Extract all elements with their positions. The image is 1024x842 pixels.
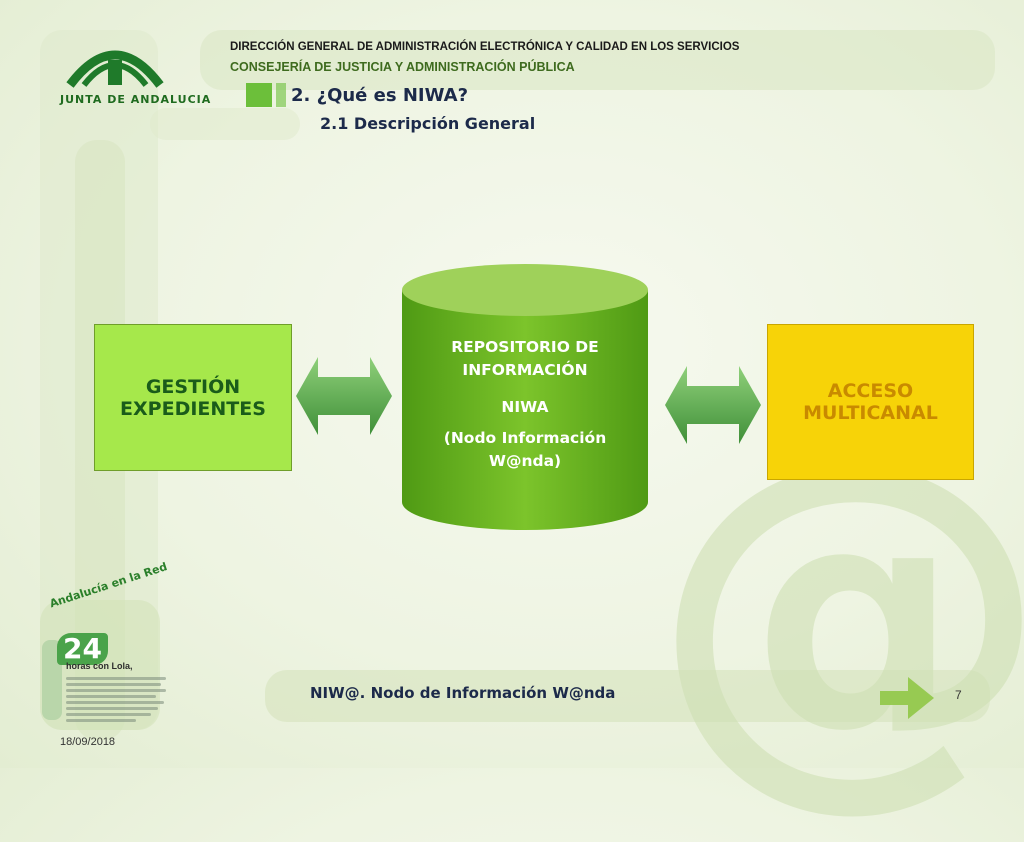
title-marker-icon <box>246 83 272 107</box>
footer-title: NIW@. Nodo de Información W@nda <box>310 684 616 702</box>
header-band <box>200 30 995 90</box>
repository-title: INFORMACIÓN <box>462 361 588 379</box>
title-marker-icon <box>276 83 286 107</box>
badge-number: 24 <box>57 633 108 665</box>
repository-description: W@nda) <box>488 452 562 470</box>
header-department: CONSEJERÍA DE JUSTICIA Y ADMINISTRACIÓN … <box>230 60 575 74</box>
repository-description: (Nodo Información <box>443 429 607 447</box>
junta-andalucia-logo-icon <box>50 30 180 110</box>
badge-name-list <box>66 674 166 734</box>
next-arrow-icon[interactable] <box>880 675 936 721</box>
double-arrow-icon <box>665 366 761 444</box>
footer-band <box>265 670 990 722</box>
box-label: EXPEDIENTES <box>120 397 266 420</box>
repository-title: REPOSITORIO DE <box>451 338 599 356</box>
repository-name: NIWA <box>501 398 549 416</box>
header-organization: DIRECCIÓN GENERAL DE ADMINISTRACIÓN ELEC… <box>230 41 740 53</box>
box-label: MULTICANAL <box>803 402 938 424</box>
logo-text: JUNTA DE ANDALUCIA <box>60 93 212 106</box>
box-label: ACCESO <box>827 380 914 402</box>
background-band <box>150 108 300 140</box>
gestion-expedientes-box: GESTIÓN EXPEDIENTES <box>94 324 292 471</box>
repository-cylinder <box>402 264 648 530</box>
page-subtitle: 2.1 Descripción General <box>320 114 536 133</box>
slide-date: 18/09/2018 <box>60 736 116 748</box>
double-arrow-icon <box>296 357 392 435</box>
badge-text: horas con Lola, <box>66 661 133 671</box>
box-label: GESTIÓN <box>145 375 241 398</box>
repository-label: REPOSITORIO DE INFORMACIÓN NIWA (Nodo In… <box>400 336 650 473</box>
acceso-multicanal-box: ACCESO MULTICANAL <box>767 324 974 480</box>
page-title: 2. ¿Qué es NIWA? <box>291 85 469 106</box>
page-number: 7 <box>955 688 962 702</box>
